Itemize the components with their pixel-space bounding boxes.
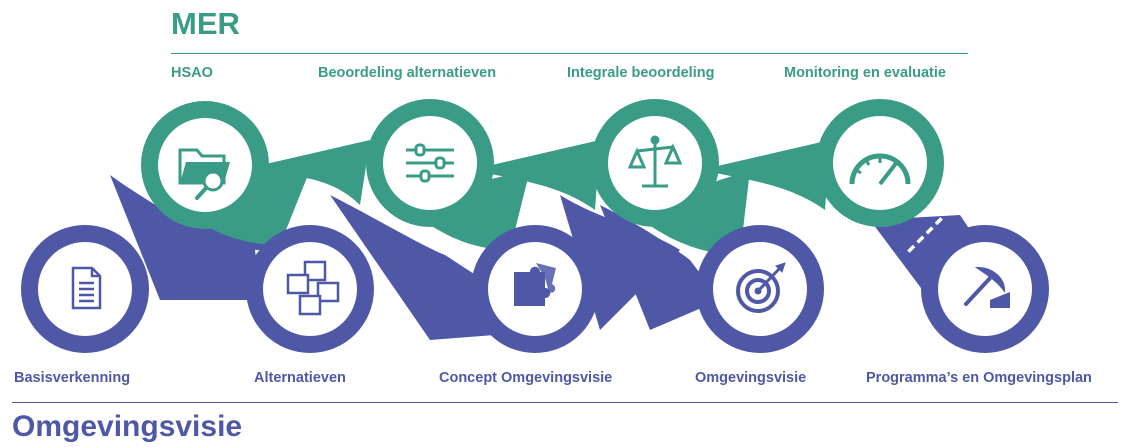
scale-icon (627, 135, 683, 188)
omgevingsvisie-step-label-basisverkenning: Basisverkenning (14, 370, 131, 386)
sliders-icon (406, 143, 454, 183)
pickaxe-icon (964, 266, 1010, 308)
gauge-icon (849, 153, 911, 186)
omgevingsvisie-step-label-programmas: Programma’s en Omgevingsplan (866, 370, 1092, 386)
omgevingsvisie-title: Omgevingsvisie (12, 410, 243, 443)
mer-title: MER (171, 6, 240, 41)
mer-step-label-integrale-beoordeling: Integrale beoordeling (567, 65, 715, 81)
mer-step-label-hsao: HSAO (171, 65, 213, 81)
document-icon (71, 266, 102, 310)
sticky-notes-icon (286, 260, 340, 316)
mer-step-label-beoordeling-alternatieven: Beoordeling alternatieven (318, 65, 497, 81)
omgevingsvisie-step-label-alternatieven: Alternatieven (254, 370, 346, 386)
mer-step-label-monitoring: Monitoring en evaluatie (784, 65, 946, 81)
target-icon (736, 262, 786, 313)
omgevingsvisie-step-label-concept: Concept Omgevingsvisie (439, 370, 613, 386)
folder-search-icon (178, 148, 230, 200)
omgevingsvisie-step-label-omgevingsvisie: Omgevingsvisie (695, 370, 807, 386)
omgevingsvisie-divider (12, 402, 1118, 403)
mer-divider (171, 53, 968, 54)
puzzle-icon (514, 263, 556, 306)
